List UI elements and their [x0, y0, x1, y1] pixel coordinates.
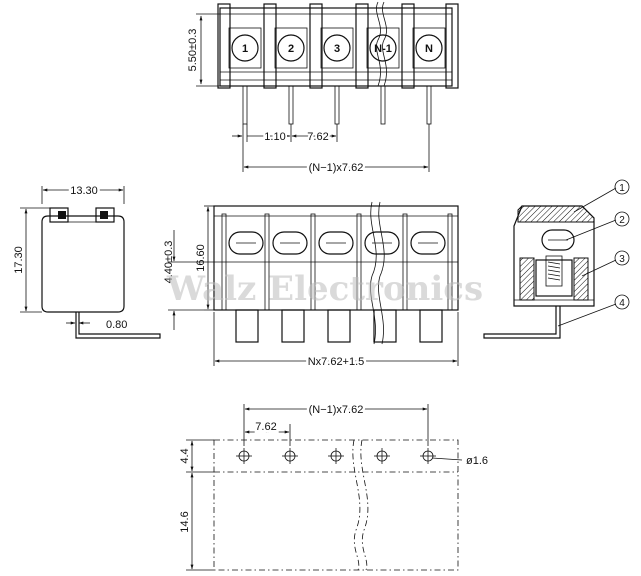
terminal-label-3: 3	[334, 43, 340, 55]
dim-front-body-height: 16.60	[195, 244, 207, 272]
top-break-line	[376, 1, 381, 87]
front-pins	[235, 309, 443, 343]
dim-side-pin: 0.80	[106, 319, 127, 331]
pcb-layout: (N−1)x7.62 7.62 ø1.6 4.4 14.6	[177, 402, 488, 571]
callout-circle-3	[614, 250, 630, 266]
callout-circle-1	[614, 179, 630, 195]
section-pin	[483, 306, 561, 339]
dim-side-width: 13.30	[70, 185, 98, 197]
watermark-text: Walz Electronics	[166, 269, 483, 309]
dim-top-offset: 1.10	[264, 131, 285, 143]
side-view: 13.30 17.30 0.80	[11, 183, 161, 339]
front-view: 16.60 4.40±0.3 Nx7.62+1.5 Walz Electroni…	[163, 201, 483, 371]
top-view: 1 2 3 N-1 N 5.50±0.3 1.10 7.62	[187, 1, 459, 177]
top-separators	[217, 3, 459, 89]
front-windows	[228, 231, 446, 255]
pcb-holes	[236, 448, 436, 464]
terminal-label-2: 2	[288, 43, 294, 55]
dim-front-pin-height: 4.40±0.3	[163, 241, 175, 284]
dim-pcb-pitch: 7.62	[255, 421, 276, 433]
top-pins	[242, 85, 432, 125]
side-body-outline	[41, 215, 125, 313]
dim-pcb-row: 4.4	[179, 448, 191, 463]
pcb-break-line	[352, 439, 361, 571]
front-separators	[221, 213, 453, 311]
dim-side-height: 17.30	[13, 246, 25, 274]
callout-3: 3	[619, 254, 625, 265]
front-break-line	[370, 201, 377, 345]
dim-front-length: Nx7.62+1.5	[308, 356, 365, 368]
pcb-outline	[213, 439, 459, 571]
section-view: 1 2 3 4	[483, 179, 630, 339]
dim-top-height: 5.50±0.3	[187, 29, 199, 72]
terminal-label-n: N	[425, 43, 433, 55]
dim-pcb-depth: 14.6	[179, 511, 191, 532]
callout-circle-4	[614, 294, 630, 310]
callout-circle-2	[614, 211, 630, 227]
top-screws	[228, 27, 446, 69]
dim-top-span: (N−1)x7.62	[309, 162, 364, 174]
terminal-label-n-1: N-1	[374, 43, 392, 55]
callout-1: 1	[619, 183, 625, 194]
callout-4: 4	[619, 298, 625, 309]
dim-pcb-span: (N−1)x7.62	[309, 404, 364, 416]
dim-pcb-hole: ø1.6	[466, 455, 488, 467]
callout-2: 2	[619, 215, 625, 226]
terminal-label-1: 1	[242, 43, 248, 55]
dim-top-pitch: 7.62	[307, 131, 328, 143]
side-pin	[75, 312, 161, 339]
